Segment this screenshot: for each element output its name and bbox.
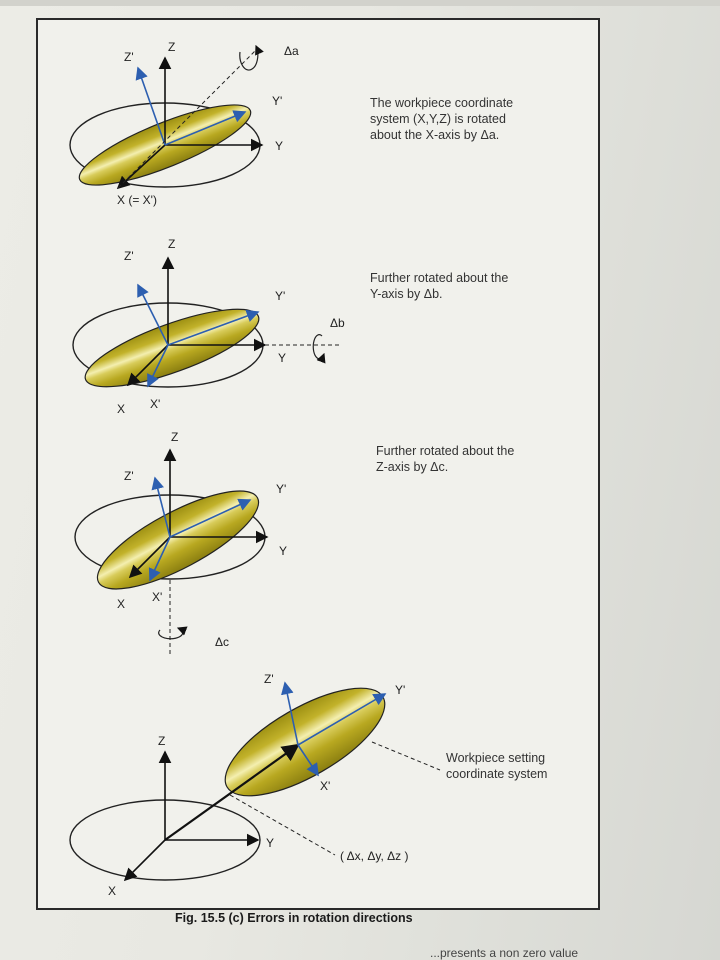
panel-4-y-label: Y xyxy=(266,836,275,850)
panel-4-x-prime-axis xyxy=(297,744,319,777)
panel-3-x-axis xyxy=(128,536,171,579)
panel-2-x-prime-axis xyxy=(147,344,169,388)
panel-2-rotation-label: Δb xyxy=(330,316,345,330)
panel-4-diagram xyxy=(69,681,441,882)
panel-1-x-label: X (= X') xyxy=(117,193,157,207)
panel-4-x-label: X xyxy=(108,884,117,898)
panel-1-y-prime-label: Y' xyxy=(272,94,283,108)
page-footer-text: ...presents a non zero value xyxy=(430,946,579,960)
panel-1-z-prime-axis xyxy=(135,66,166,146)
panel-4-offset-label: ( Δx, Δy, Δz ) xyxy=(340,849,409,863)
panel-2-y-label: Y xyxy=(278,351,287,365)
panel-3-x-label: X xyxy=(117,597,126,611)
panel-3-z-prime-axis xyxy=(151,476,171,538)
panel-1-z-prime-label: Z' xyxy=(124,50,134,64)
panel-2-x-prime-label: X' xyxy=(150,397,161,411)
panel-4-offset-vector xyxy=(164,743,300,841)
panel-1-rotation-axis xyxy=(117,47,259,189)
panel-4-z-prime-axis xyxy=(281,681,299,746)
panel-3-rotation-arrow xyxy=(158,626,188,640)
panel-3-x-prime-label: X' xyxy=(152,590,163,604)
page-top-edge xyxy=(0,0,720,6)
panel-3-z-prime-label: Z' xyxy=(124,469,134,483)
panel-4-leader-setting xyxy=(371,741,441,771)
panel-1-y-prime-axis xyxy=(164,110,247,146)
panel-3-y-prime-axis xyxy=(169,498,252,538)
panel-4-x-axis xyxy=(123,839,166,882)
panel-2-x-label: X xyxy=(117,402,126,416)
panel-3-x-prime-axis xyxy=(148,536,171,582)
panel-1-diagram xyxy=(69,44,264,190)
panel-3-z-label: Z xyxy=(171,430,179,444)
panel-2-diagram xyxy=(72,256,342,388)
panel-3-y-prime-label: Y' xyxy=(276,482,287,496)
panel-2-rotation-arrow xyxy=(312,334,326,364)
panel-1-y-label: Y xyxy=(275,139,284,153)
panel-2-x-axis xyxy=(126,344,169,387)
panel-1-z-label: Z xyxy=(168,40,176,54)
panel-2-z-label: Z xyxy=(168,237,176,251)
panel-4-z-label: Z xyxy=(158,734,166,748)
panel-4-x-prime-label: X' xyxy=(320,779,331,793)
panel-3-diagram xyxy=(74,448,269,655)
panel-2-rotated-ellipse xyxy=(84,308,260,388)
figure-caption: Fig. 15.5 (c) Errors in rotation directi… xyxy=(175,911,413,925)
panel-3-caption: Further rotated about the Z-axis by Δc. xyxy=(376,444,515,474)
panel-4-leader-offset xyxy=(229,794,336,856)
panel-2-y-prime-label: Y' xyxy=(275,289,286,303)
panel-1-rotation-label: Δa xyxy=(284,44,299,58)
panel-2-y-prime-axis xyxy=(167,309,260,346)
panel-4-workpiece-ellipse xyxy=(224,687,386,797)
panel-2-z-prime-label: Z' xyxy=(124,249,134,263)
panel-2-caption: Further rotated about the Y-axis by Δb. xyxy=(370,271,509,301)
panel-3-y-label: Y xyxy=(279,544,288,558)
panel-4-y-prime-axis xyxy=(297,693,387,746)
panel-4-setting-caption: Workpiece setting coordinate system xyxy=(446,751,548,781)
panel-2-z-prime-axis xyxy=(137,283,169,346)
panel-4-y-prime-label: Y' xyxy=(395,683,406,697)
panel-1-caption: The workpiece coordinate system (X,Y,Z) … xyxy=(370,96,514,142)
panel-3-rotation-label: Δc xyxy=(215,635,230,649)
panel-3-rotated-ellipse xyxy=(96,490,260,590)
panel-1-rotation-arrow xyxy=(239,44,264,71)
panel-4-z-prime-label: Z' xyxy=(264,672,274,686)
